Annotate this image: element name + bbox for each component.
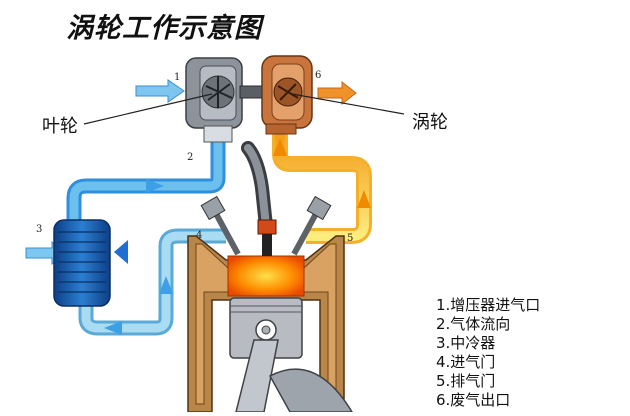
legend-item: 5.排气门 (436, 372, 496, 390)
flow-arrow (159, 276, 173, 294)
flow-arrow (357, 190, 371, 208)
turbine-housing (261, 55, 313, 135)
legend-item: 4.进气门 (436, 353, 496, 371)
marker-1: 1 (174, 72, 181, 83)
legend-item: 2.气体流向 (436, 315, 511, 333)
intercooler-out-arrow (114, 240, 128, 264)
marker-3: 3 (36, 224, 43, 235)
intercooler (53, 219, 111, 307)
label-impeller: 叶轮 (42, 116, 78, 137)
legend-item: 6.废气出口 (436, 391, 511, 409)
marker-2: 2 (187, 152, 194, 163)
flow-arrow (273, 138, 287, 156)
flow-arrow (146, 179, 164, 193)
legend-item: 3.中冷器 (436, 334, 496, 352)
label-turbine: 涡轮 (412, 112, 448, 133)
air-in-arrow-top (135, 79, 185, 103)
marker-4: 4 (196, 230, 203, 241)
marker-6: 6 (315, 70, 322, 81)
callout-impeller-line (83, 93, 213, 125)
engine-block (187, 235, 345, 413)
compressor-housing (185, 57, 243, 143)
diagram-title: 涡轮工作示意图 (66, 13, 262, 44)
legend-item: 1.增压器进气口 (436, 296, 541, 314)
flow-arrow (104, 321, 122, 335)
exhaust-valve (291, 195, 332, 256)
intake-valve (200, 195, 241, 256)
legend-list: 1.增压器进气口 2.气体流向 3.中冷器 4.进气门 5.排气门 6.废气出口 (436, 296, 540, 410)
callout-turbine-line (291, 93, 405, 115)
spark-plug (241, 141, 277, 256)
marker-5: 5 (347, 233, 354, 244)
pipe-exhaust-to-turbine (272, 132, 372, 244)
piston (229, 297, 303, 359)
exhaust-out-arrow (317, 80, 357, 106)
